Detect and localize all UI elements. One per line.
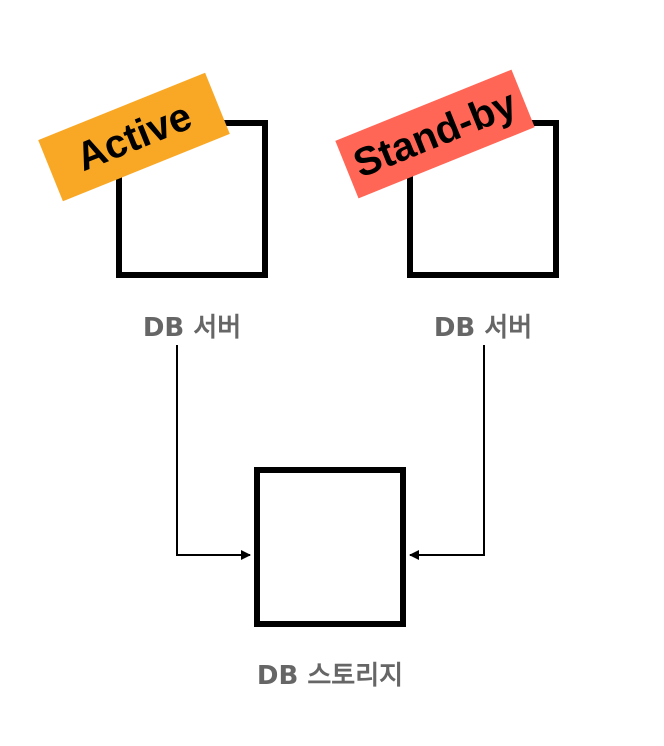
db-storage-box bbox=[254, 467, 406, 627]
standby-db-server-label: DB 서버 bbox=[433, 313, 533, 343]
standby-to-storage-arrow bbox=[409, 345, 485, 560]
db-storage-label: DB 스토리지 bbox=[256, 661, 404, 691]
active-to-storage-arrow bbox=[176, 345, 251, 560]
active-db-server-label: DB 서버 bbox=[142, 313, 242, 343]
